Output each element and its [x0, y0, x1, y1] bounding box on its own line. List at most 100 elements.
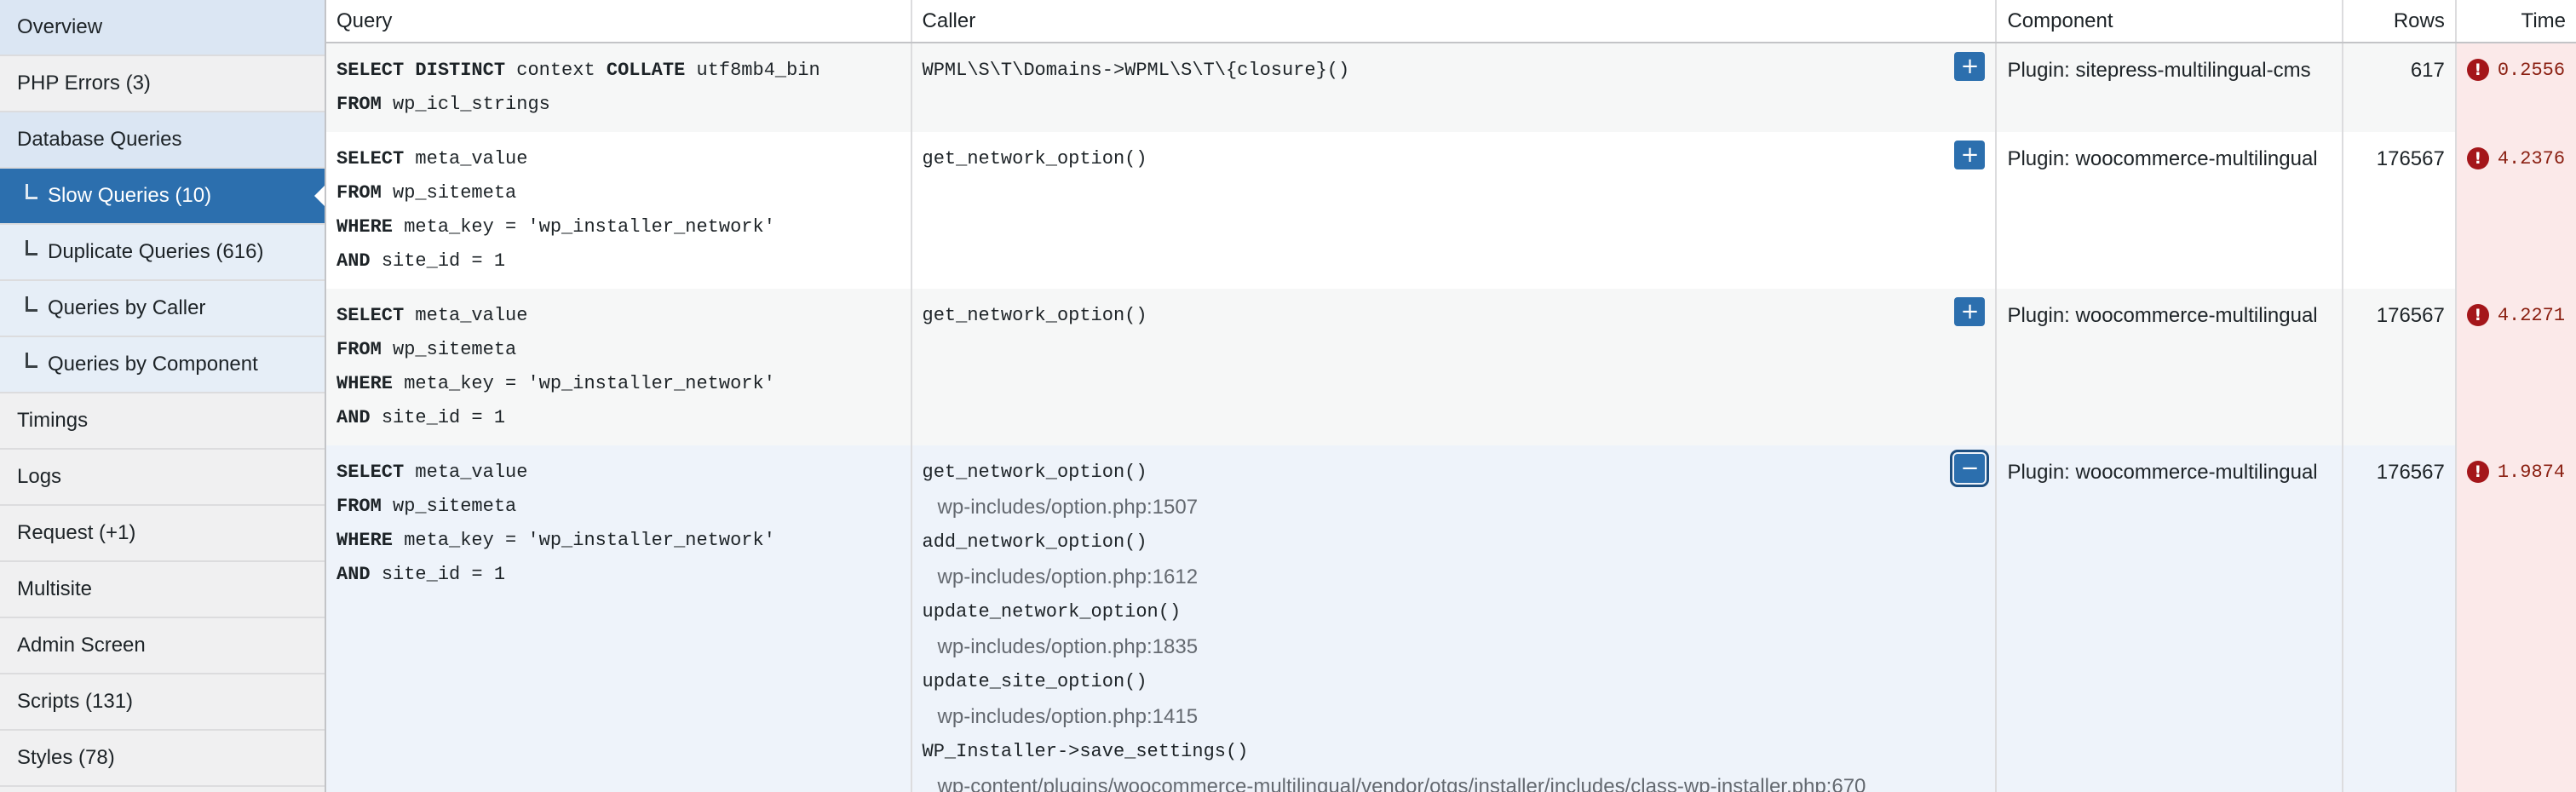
table-row: SELECT DISTINCT context COLLATE utf8mb4_… [326, 43, 2576, 132]
sidebar-item-styles[interactable]: Styles (78) [0, 731, 325, 787]
trace-function: get_network_option() [922, 462, 1147, 483]
table-row: SELECT meta_value FROM wp_sitemeta WHERE… [326, 132, 2576, 289]
sql-keyword: AND [336, 407, 371, 428]
sidebar-item-label: Scripts (131) [17, 690, 134, 713]
sidebar-item-php-errors[interactable]: PHP Errors (3) [0, 56, 325, 112]
sql-text: meta_key = 'wp_installer_network' [404, 530, 775, 551]
expand-trace-button[interactable]: + [1954, 141, 1986, 169]
sql-keyword: FROM [336, 94, 382, 115]
sql-text: wp_icl_strings [393, 94, 550, 115]
caller-cell: get_network_option() wp-includes/option.… [911, 445, 1998, 792]
sidebar-item-label: Admin Screen [17, 634, 146, 657]
sidebar-item-duplicate-queries[interactable]: Duplicate Queries (616) [0, 225, 325, 281]
sql-text: wp_sitemeta [393, 182, 517, 204]
trace-file-link[interactable]: wp-includes/option.php:1415 [937, 705, 1199, 728]
warning-icon: ! [2466, 461, 2489, 483]
sql-line: FROM wp_sitemeta [336, 490, 900, 524]
sql-text: context [516, 60, 595, 81]
rows-cell: 176567 [2342, 445, 2457, 792]
component-cell: Plugin: sitepress-multilingual-cms [1996, 43, 2343, 132]
sidebar-item-slow-queries[interactable]: Slow Queries (10) [0, 169, 325, 225]
caller-function: get_network_option() [922, 305, 1147, 326]
time-cell: !0.2556 [2455, 43, 2576, 132]
trace-file-link[interactable]: wp-includes/option.php:1612 [937, 565, 1199, 588]
sidebar-item-label: Queries by Caller [48, 296, 206, 319]
sidebar-item-label: Overview [17, 15, 103, 38]
slow-queries-table: Query Caller Component Rows Time SELECT … [326, 0, 2576, 792]
sidebar-item-queries-by-caller[interactable]: Queries by Caller [0, 281, 325, 337]
expand-trace-button[interactable]: + [1954, 297, 1986, 326]
warning-icon: ! [2466, 59, 2489, 81]
sql-keyword: WHERE [336, 216, 394, 238]
sql-line: AND site_id = 1 [336, 244, 900, 278]
sidebar-item-label: Database Queries [17, 128, 182, 151]
sidebar-item-label: Timings [17, 409, 89, 432]
column-header-rows[interactable]: Rows [2342, 0, 2457, 43]
sql-line: WHERE meta_key = 'wp_installer_network' [336, 367, 900, 401]
sql-line: AND site_id = 1 [336, 401, 900, 435]
sql-keyword: DISTINCT [415, 60, 506, 81]
caller-cell: WPML\S\T\Domains->WPML\S\T\{closure}() + [911, 43, 1998, 132]
component-cell: Plugin: woocommerce-multilingual [1996, 289, 2343, 445]
sql-line: SELECT DISTINCT context COLLATE utf8mb4_… [336, 54, 900, 88]
sql-keyword: AND [336, 250, 371, 272]
sql-keyword: WHERE [336, 373, 394, 394]
rows-cell: 176567 [2342, 289, 2457, 445]
column-header-query[interactable]: Query [326, 0, 912, 43]
time-value: 1.9874 [2497, 462, 2566, 483]
time-value: 4.2271 [2497, 305, 2566, 326]
table-row: SELECT meta_value FROM wp_sitemeta WHERE… [326, 445, 2576, 792]
collapse-trace-button[interactable]: − [1950, 450, 1990, 487]
sidebar-item-label: Styles (78) [17, 746, 115, 769]
trace-function: add_network_option() [922, 531, 1147, 553]
time-cell: ! 4.2271 [2455, 289, 2576, 445]
sidebar-item-database-queries[interactable]: Database Queries [0, 112, 325, 169]
time-cell: !4.2376 [2455, 132, 2576, 289]
sidebar-item-admin-screen[interactable]: Admin Screen [0, 618, 325, 674]
sidebar-item-request[interactable]: Request (+1) [0, 506, 325, 562]
sql-text: wp_sitemeta [393, 339, 517, 360]
sql-text: site_id = 1 [381, 564, 506, 585]
sql-line: AND site_id = 1 [336, 558, 900, 592]
sql-line: FROM wp_sitemeta [336, 176, 900, 210]
rows-cell: 176567 [2342, 132, 2457, 289]
sidebar-item-label: Multisite [17, 577, 93, 600]
expand-trace-button[interactable]: + [1954, 52, 1986, 81]
sql-text: wp_sitemeta [393, 496, 517, 517]
column-header-time[interactable]: Time [2455, 0, 2576, 43]
sql-text: meta_key = 'wp_installer_network' [404, 373, 775, 394]
sql-text: site_id = 1 [381, 250, 506, 272]
trace-file-link[interactable]: wp-includes/option.php:1835 [937, 635, 1199, 658]
sql-line: WHERE meta_key = 'wp_installer_network' [336, 210, 900, 244]
trace-file-link[interactable]: wp-content/plugins/woocommerce-multiling… [937, 775, 1866, 792]
sidebar-item-label: Queries by Component [48, 353, 258, 376]
trace-function: update_network_option() [922, 601, 1182, 623]
time-value: 4.2376 [2497, 148, 2566, 169]
query-cell: SELECT DISTINCT context COLLATE utf8mb4_… [326, 43, 912, 132]
sidebar-item-queries-by-component[interactable]: Queries by Component [0, 337, 325, 393]
trace-function: update_site_option() [922, 671, 1147, 692]
sidebar-item-timings[interactable]: Timings [0, 393, 325, 450]
sidebar-nav: Overview PHP Errors (3) Database Queries… [0, 0, 326, 792]
tree-branch-icon [26, 184, 37, 199]
sql-text: utf8mb4_bin [696, 60, 820, 81]
sql-line: WHERE meta_key = 'wp_installer_network' [336, 524, 900, 558]
sidebar-item-multisite[interactable]: Multisite [0, 562, 325, 618]
sql-keyword: WHERE [336, 530, 394, 551]
sql-keyword: SELECT [336, 305, 405, 326]
column-header-component[interactable]: Component [1996, 0, 2343, 43]
warning-icon: ! [2466, 304, 2489, 326]
sidebar-item-label: PHP Errors (3) [17, 72, 151, 95]
sql-keyword: SELECT [336, 60, 405, 81]
column-header-caller[interactable]: Caller [911, 0, 1998, 43]
slow-queries-panel: Query Caller Component Rows Time SELECT … [326, 0, 2576, 792]
sidebar-item-logs[interactable]: Logs [0, 450, 325, 506]
sql-keyword: SELECT [336, 462, 405, 483]
trace-file-link[interactable]: wp-includes/option.php:1507 [937, 496, 1199, 519]
sidebar-item-overview[interactable]: Overview [0, 0, 325, 56]
query-cell: SELECT meta_value FROM wp_sitemeta WHERE… [326, 289, 912, 445]
sql-text: meta_value [415, 462, 528, 483]
query-cell: SELECT meta_value FROM wp_sitemeta WHERE… [326, 445, 912, 792]
caller-cell: get_network_option() + [911, 289, 1998, 445]
sidebar-item-scripts[interactable]: Scripts (131) [0, 674, 325, 731]
